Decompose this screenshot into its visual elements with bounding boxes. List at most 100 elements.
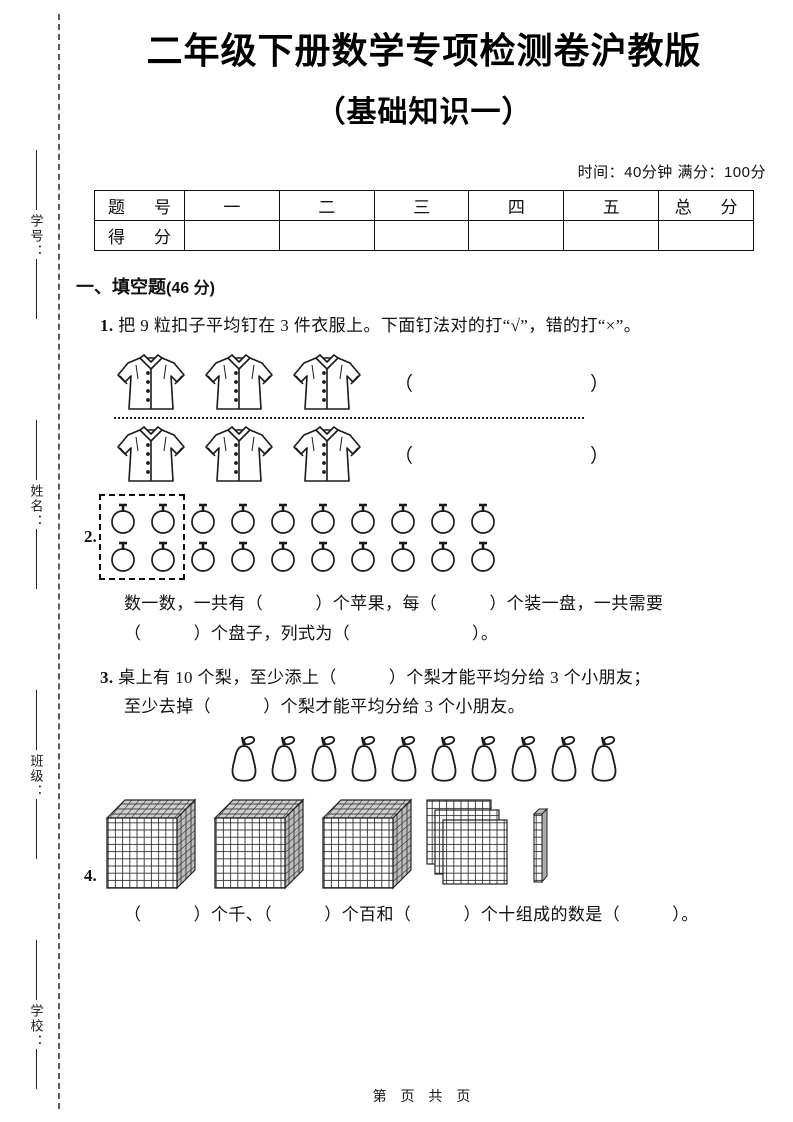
seal-field-name: 姓名： — [14, 420, 58, 589]
apple-icon — [223, 499, 263, 537]
score-cell-total[interactable] — [658, 220, 754, 252]
answer-blank-row-1[interactable]: （ ） — [394, 373, 640, 395]
question-4-illustration: 4. — [84, 794, 774, 890]
section-heading-label: 一、填空题 — [76, 277, 166, 298]
shirt-icon — [293, 354, 361, 410]
table-row-scores: 得 分 — [94, 220, 754, 252]
question-3-number: 3. — [100, 667, 114, 687]
apple-icon — [143, 537, 183, 575]
shirt-group-row-1 — [114, 349, 364, 415]
apple-icon — [423, 537, 463, 575]
pear-icon — [271, 736, 297, 782]
score-table-col-4: 四 — [468, 190, 565, 222]
apple-icon — [103, 537, 143, 575]
pear-icon — [591, 736, 617, 782]
seal-field-school: 学校： — [14, 940, 58, 1089]
seal-label-class: 班级： — [28, 754, 44, 799]
apple-icon — [103, 499, 143, 537]
pear-icon — [471, 736, 497, 782]
ten-rod-icon — [532, 807, 548, 884]
shirt-icon — [117, 426, 185, 482]
page-footer: 第 页 共 页 — [372, 1088, 476, 1104]
page-subtitle: （基础知识一） — [315, 96, 533, 130]
seal-rule — [35, 940, 37, 1000]
shirt-icon — [117, 354, 185, 410]
question-1-illustration: （ ） — [114, 349, 734, 487]
apple-icon — [343, 499, 383, 537]
page-title: 二年级下册数学专项检测卷沪教版 — [146, 30, 702, 71]
shirt-buttons — [146, 371, 150, 403]
score-table-col-3: 三 — [373, 190, 470, 222]
question-2-number: 2. — [84, 527, 97, 547]
shirt-divider-line — [114, 417, 584, 420]
shirt-buttons — [234, 371, 238, 403]
shirt-buttons — [234, 443, 238, 475]
answer-blank-row-2[interactable]: （ ） — [394, 445, 640, 467]
thousand-cube-icon — [213, 798, 305, 890]
question-2-text-line-1: 数一数，一共有（ ）个苹果，每（ ）个装一盘，一共需要 — [124, 594, 664, 614]
score-cell-3[interactable] — [373, 220, 470, 252]
apple-icon — [383, 537, 423, 575]
score-table-col-1: 一 — [184, 190, 280, 222]
seal-rule — [35, 799, 37, 859]
score-cell-5[interactable] — [563, 220, 660, 252]
question-3-illustration — [74, 732, 774, 784]
apple-icon — [423, 499, 463, 537]
pear-icon — [391, 736, 417, 782]
shirt-buttons — [322, 443, 326, 475]
question-1-text: 把 9 粒扣子平均钉在 3 件衣服上。下面钉法对的打“√”，错的打“×”。 — [118, 316, 642, 336]
apple-icon — [143, 499, 183, 537]
shirt-icon — [205, 354, 273, 410]
apple-icon — [303, 499, 343, 537]
seal-field-class: 班级： — [14, 690, 58, 859]
apple-grid-wrapper — [98, 494, 503, 581]
seal-field-student-id: 学号： — [14, 150, 58, 319]
shirt-buttons — [146, 443, 150, 475]
apple-icon — [263, 537, 303, 575]
score-table-col-2: 二 — [278, 190, 375, 222]
question-3-text-line-1: 桌上有 10 个梨，至少添上（ ）个梨才能平均分给 3 个小朋友； — [118, 667, 651, 687]
apple-icon — [463, 499, 503, 537]
seal-label-school: 学校： — [28, 1004, 44, 1049]
apple-icon — [183, 499, 223, 537]
apple-icon — [303, 537, 343, 575]
question-4-number: 4. — [84, 866, 97, 886]
pear-icon — [311, 736, 337, 782]
shirt-buttons — [322, 371, 326, 403]
seal-rule — [35, 529, 37, 589]
seal-dashed-line — [58, 14, 60, 1109]
score-cell-2[interactable] — [278, 220, 375, 252]
question-1: 1. 把 9 粒扣子平均钉在 3 件衣服上。下面钉法对的打“√”，错的打“×”。 — [100, 311, 774, 341]
score-cell-1[interactable] — [184, 220, 280, 252]
table-row-question-numbers: 题 号 一 二 三 四 五 总 分 — [94, 190, 754, 222]
shirt-row-2: （ ） — [114, 421, 734, 487]
thousand-cube-icon — [321, 798, 413, 890]
seal-rule — [35, 259, 37, 319]
score-table-col-5: 五 — [563, 190, 660, 222]
score-cell-4[interactable] — [468, 220, 565, 252]
seal-label-student-id: 学号： — [28, 214, 44, 259]
score-table-row-label-question: 题 号 — [94, 190, 185, 222]
apple-icon — [463, 537, 503, 575]
score-table-col-total: 总 分 — [658, 190, 754, 222]
pear-icon — [351, 736, 377, 782]
exam-meta: 时间：40分钟 满分：100分 — [577, 164, 766, 182]
shirt-icon — [205, 426, 273, 482]
seal-rule — [35, 690, 37, 750]
shirt-icon — [293, 426, 361, 482]
seal-rule — [35, 150, 37, 210]
section-heading-fill-blanks: 一、填空题(46 分) — [76, 273, 774, 299]
apple-grid — [103, 499, 503, 575]
question-2-illustration: 2. — [84, 494, 774, 581]
pear-icon — [551, 736, 577, 782]
shirt-row-1: （ ） — [114, 349, 734, 415]
pear-icon — [511, 736, 537, 782]
section-points: (46 分) — [166, 280, 215, 298]
exam-page: 二年级下册数学专项检测卷沪教版 （基础知识一） 时间：40分钟 满分：100分 … — [74, 0, 774, 1122]
seal-label-name: 姓名： — [28, 484, 44, 529]
base-ten-blocks-row — [101, 794, 551, 890]
thousand-cube-icon — [105, 798, 197, 890]
question-2-text-line-2: （ ）个盘子，列式为（ ）。 — [124, 623, 499, 643]
seal-rule — [35, 1049, 37, 1089]
shirt-group-row-2 — [114, 421, 364, 487]
